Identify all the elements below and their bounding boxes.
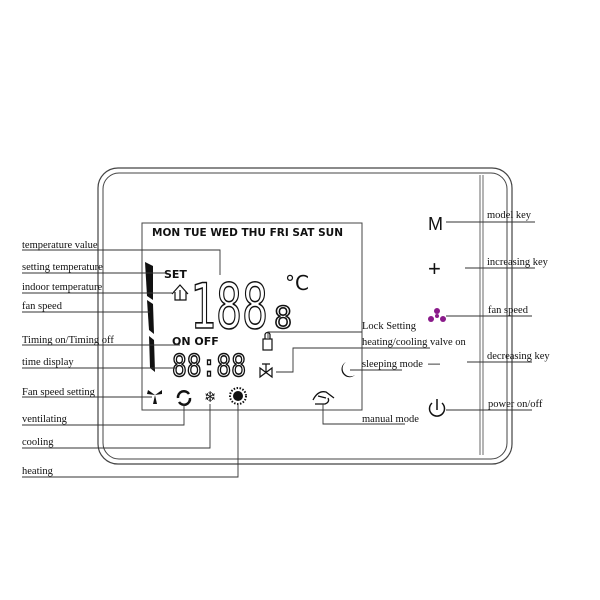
valve-icon xyxy=(259,363,273,379)
cooling-snowflake-icon: ❄ xyxy=(204,388,217,406)
label-sleeping-mode: sleeping mode xyxy=(362,359,423,370)
on-off-indicator: ON OFF xyxy=(172,335,219,348)
leader-lines xyxy=(22,221,535,478)
label-setting-temperature: setting temperature xyxy=(22,262,103,273)
heating-sun-icon xyxy=(229,387,247,405)
fan-speed-bars xyxy=(145,262,155,372)
label-power: power on/off xyxy=(488,399,543,410)
label-timing: Timing on/Timing off xyxy=(22,335,114,346)
set-indicator: SET xyxy=(164,268,187,281)
label-ventilating: ventilating xyxy=(22,414,68,425)
label-heating: heating xyxy=(22,466,54,477)
power-key[interactable] xyxy=(428,399,446,417)
label-lock-setting: Lock Setting xyxy=(362,321,417,332)
label-fan-speed: fan speed xyxy=(22,301,63,312)
label-fan-speed-key: fan speed xyxy=(488,305,529,316)
label-indoor-temperature: indoor temperature xyxy=(22,282,103,293)
ventilating-icon xyxy=(176,390,192,406)
label-fan-speed-setting: Fan speed setting xyxy=(22,387,96,398)
label-decreasing-key: decreasing key xyxy=(487,351,550,362)
label-cooling: cooling xyxy=(22,437,54,448)
label-temperature-value: temperature value xyxy=(22,240,98,251)
label-model-key: model key xyxy=(487,210,532,221)
label-time-display: time display xyxy=(22,357,74,368)
label-manual-mode: manual mode xyxy=(362,414,419,425)
increase-key[interactable]: + xyxy=(428,256,441,281)
temperature-digits: 188 xyxy=(190,270,268,343)
lock-icon xyxy=(262,331,273,351)
mode-key[interactable]: M xyxy=(428,214,443,234)
celsius-unit: °C xyxy=(285,271,309,295)
indoor-house-icon xyxy=(171,284,189,301)
fan-icon xyxy=(147,390,162,404)
fan-speed-key[interactable] xyxy=(428,308,446,322)
lcd-screen xyxy=(141,222,363,411)
time-digits: 88:88 xyxy=(172,349,246,384)
weekday-row: MON TUE WED THU FRI SAT SUN xyxy=(152,227,343,239)
decrease-key[interactable]: — xyxy=(428,356,440,370)
label-valve: heating/cooling valve on xyxy=(362,337,467,348)
label-increasing-key: increasing key xyxy=(487,257,549,268)
temperature-decimal: 8 xyxy=(274,301,292,336)
manual-hand-icon xyxy=(312,391,335,405)
